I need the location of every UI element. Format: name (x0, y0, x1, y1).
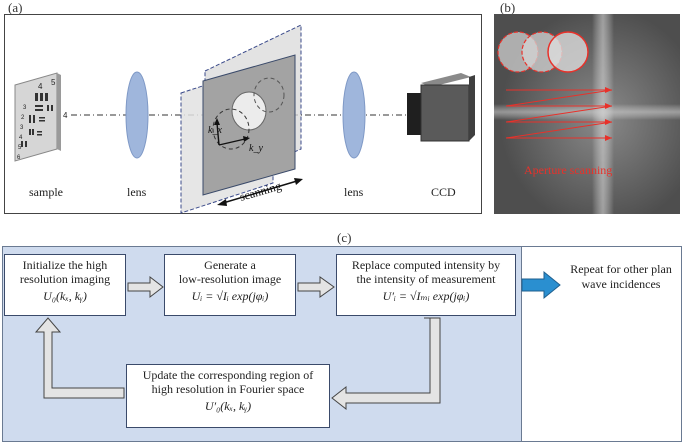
target-number: 2 (21, 115, 25, 121)
scan-path (505, 89, 613, 139)
resolution-target: 4 5 3 2 3 4 5 6 4 (14, 72, 68, 162)
target-number: 5 (18, 145, 22, 151)
ccd-label: CCD (431, 185, 456, 199)
target-number: 3 (20, 125, 24, 131)
box-line: Generate a (204, 258, 256, 272)
box-line: the intensity of measurement (356, 272, 496, 286)
lens-2-label: lens (344, 185, 364, 199)
spectrum-panel: Aperture scanning (494, 14, 680, 214)
box-line: Update the corresponding region of (142, 368, 314, 382)
box-equation: Uᵢ = √Iᵢ exp(jφᵢ) (191, 289, 269, 303)
panel-a-label: (a) (8, 0, 23, 15)
target-number: 4 (63, 111, 68, 120)
box-line: Initialize the high (22, 258, 108, 272)
box-equation: U₀(kₓ, kᵧ) (43, 289, 87, 303)
lens-1-label: lens (127, 185, 147, 199)
kx-label: k_x (208, 125, 222, 136)
setup-diagram: 4 5 3 2 3 4 5 6 4 (14, 24, 475, 214)
target-number: 4 (38, 82, 43, 91)
lens-1 (125, 71, 149, 159)
aperture-scanning-label: Aperture scanning (524, 163, 612, 177)
flow-box-initialize: Initialize the high resolution imaging U… (4, 254, 126, 316)
sample-label: sample (29, 185, 63, 199)
flow-box-replace: Replace computed intensity by the intens… (336, 254, 516, 316)
ccd-camera (407, 73, 475, 142)
ky-label: k_y (249, 143, 263, 154)
aperture-circle (547, 31, 589, 73)
box-equation: U′ᵢ = √Iₘᵢ exp(jφᵢ) (382, 289, 470, 303)
target-number: 4 (19, 135, 23, 141)
box-line: low-resolution image (178, 272, 282, 286)
box-equation: U′₀(kₓ, kᵧ) (204, 399, 252, 413)
target-number: 6 (17, 155, 21, 161)
lens-2 (342, 71, 366, 159)
spectrum-image: Aperture scanning (494, 14, 680, 214)
setup-panel: 4 5 3 2 3 4 5 6 4 (4, 14, 482, 214)
target-number: 3 (23, 105, 27, 111)
scanning-planes (180, 24, 303, 214)
box-line: high resolution in Fourier space (151, 382, 305, 396)
panel-b-label: (b) (500, 0, 516, 15)
box-line: Replace computed intensity by (351, 258, 501, 272)
box-line: resolution imaging (19, 272, 111, 286)
flow-box-generate: Generate a low-resolution image Uᵢ = √Iᵢ… (164, 254, 296, 316)
target-number: 5 (51, 78, 56, 87)
flow-box-update: Update the corresponding region of high … (126, 364, 330, 428)
repeat-note: Repeat for other plan wave incidences (570, 262, 672, 291)
panel-c-label: (c) (337, 230, 352, 245)
